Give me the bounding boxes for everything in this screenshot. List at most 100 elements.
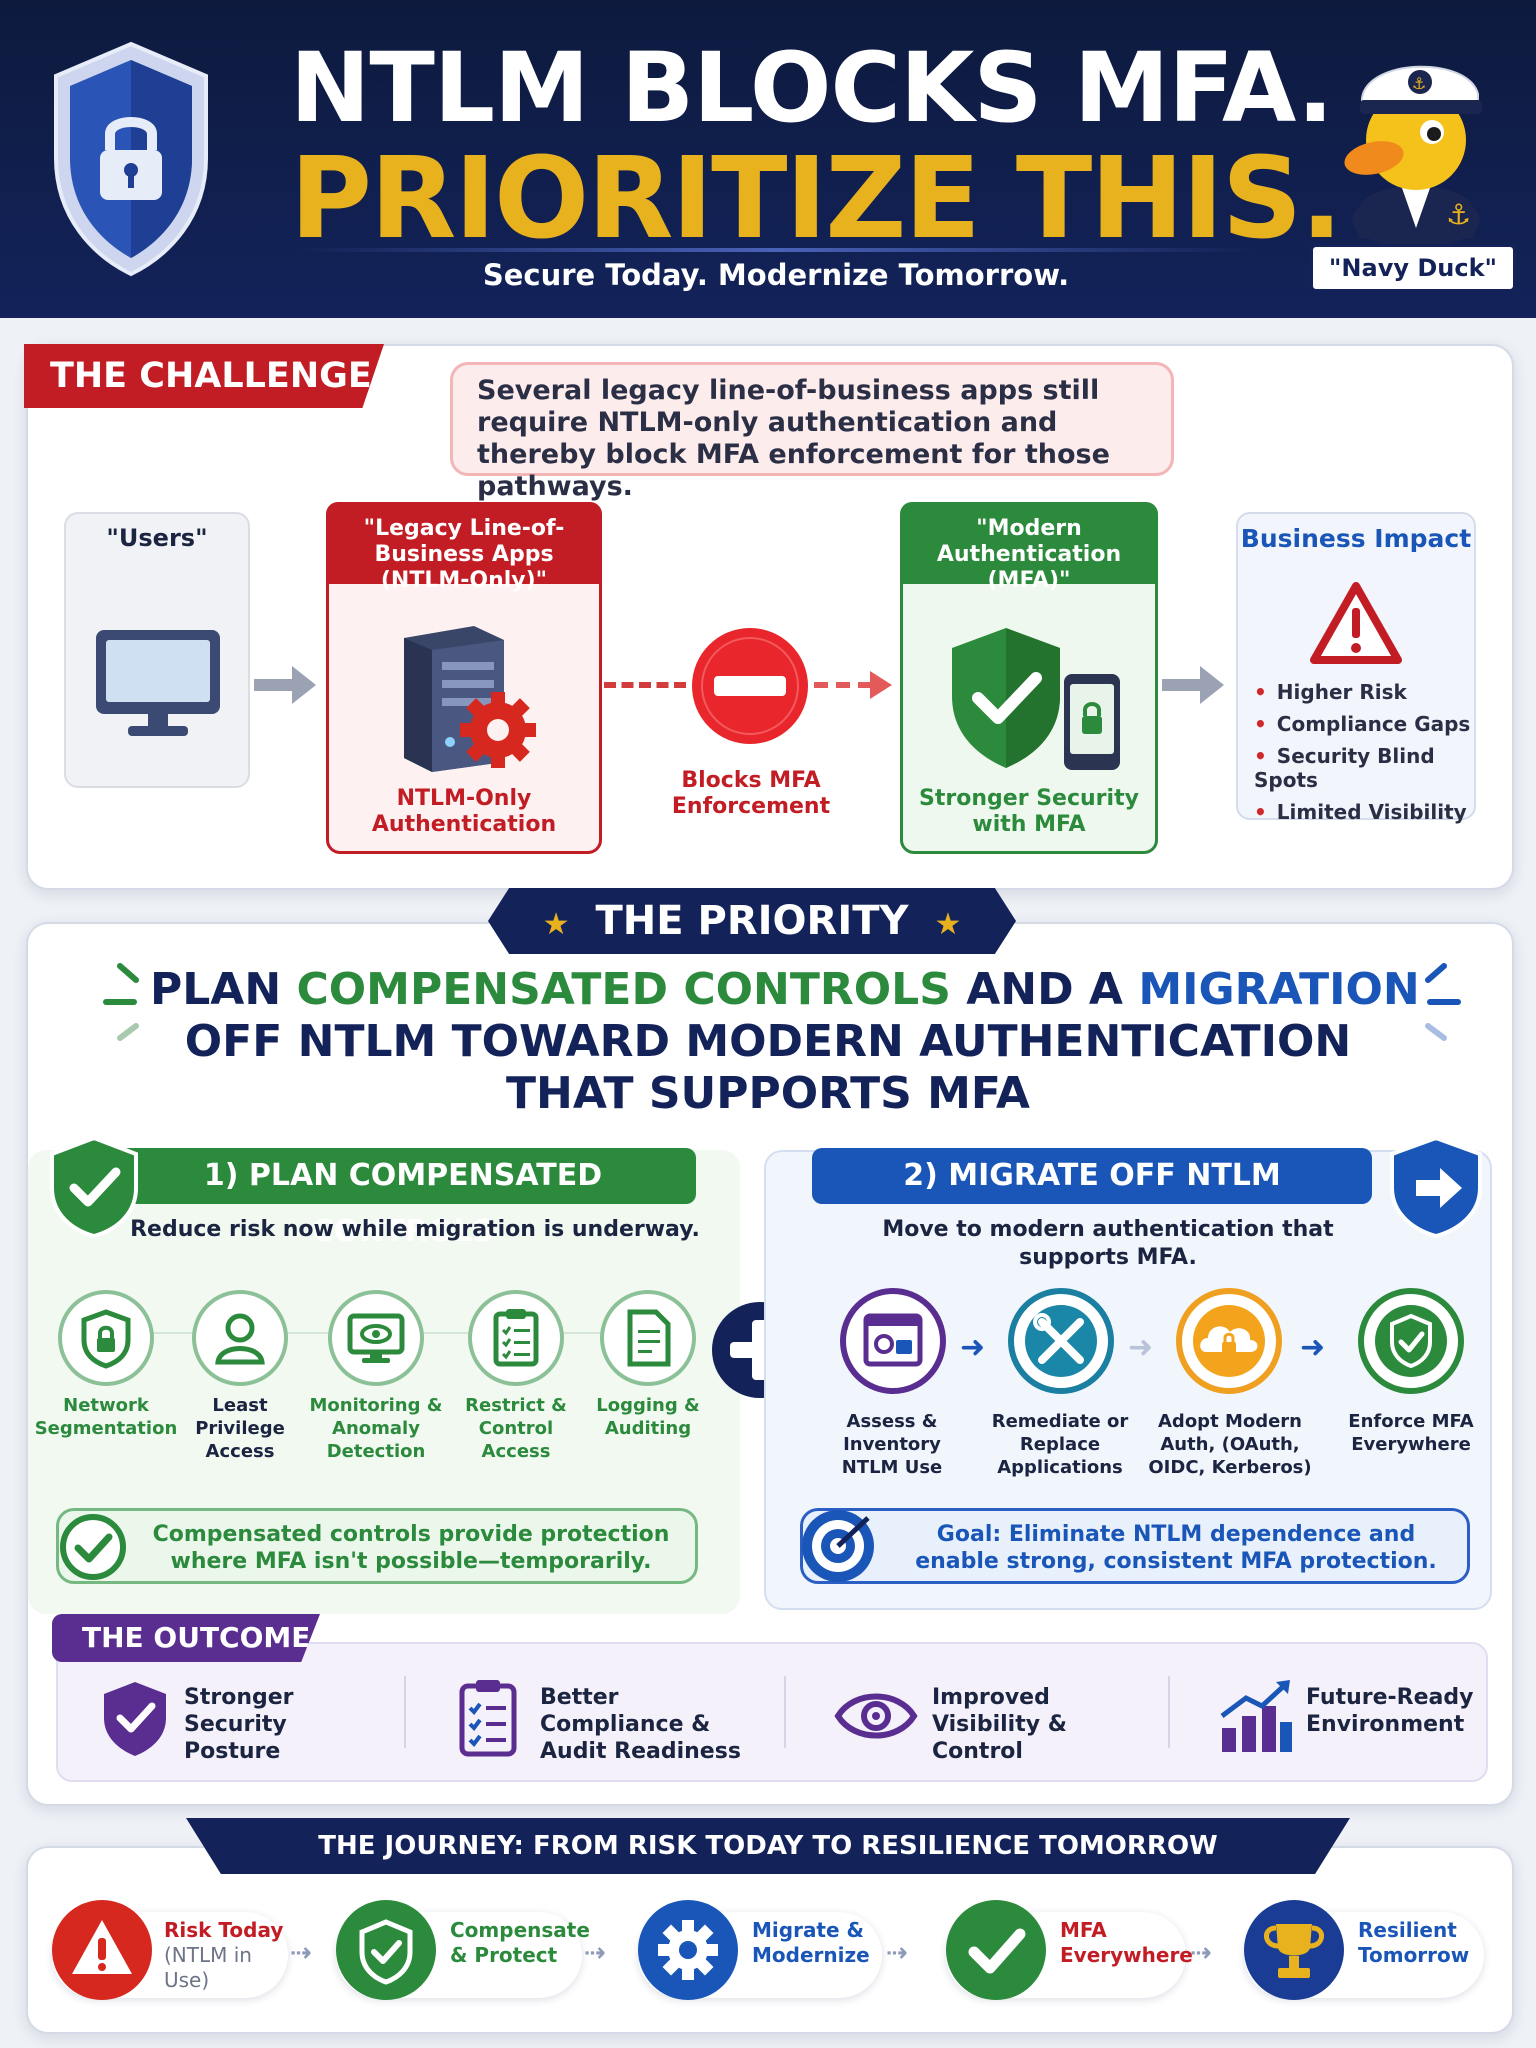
control-logging [600, 1290, 696, 1386]
title-line-1: NTLM BLOCKS MFA. [290, 32, 1334, 144]
step-assess [840, 1288, 946, 1394]
check-circle-icon [58, 1512, 128, 1582]
monitor-eye-icon [347, 1313, 405, 1363]
step-enforce-mfa [1358, 1288, 1464, 1394]
step-label: Remediate or Replace Applications [991, 1411, 1129, 1478]
step-adopt-modern-auth [1176, 1288, 1282, 1394]
dashed-arrow-icon: ⇢ [290, 1938, 312, 1968]
headline-highlight-blue: MIGRATION [1138, 964, 1420, 1015]
control-label: Restrict & Control Access [465, 1395, 567, 1462]
journey-label: MFA Everywhere [1060, 1918, 1193, 1967]
warning-icon [50, 1898, 154, 2002]
legacy-apps-caption: NTLM-Only Authentication [371, 786, 557, 837]
control-restrict-access [468, 1290, 564, 1386]
journey-label: Risk Today [164, 1918, 284, 1942]
warning-triangle-icon [1308, 580, 1404, 666]
document-icon [627, 1309, 671, 1367]
control-monitoring [328, 1290, 424, 1386]
outcome-bar [56, 1642, 1488, 1782]
outcome-divider [1168, 1676, 1170, 1748]
dashed-arrow-icon: ⇢ [1190, 1938, 1212, 1968]
dashed-connector-left [604, 682, 686, 694]
trophy-icon [1242, 1898, 1346, 2002]
migrate-goal: Goal: Eliminate NTLM dependence and enab… [800, 1508, 1470, 1584]
outcome-label: Future-Ready Environment [1306, 1685, 1474, 1737]
journey-banner: THE JOURNEY: FROM RISK TODAY TO RESILIEN… [186, 1818, 1350, 1874]
modern-auth-title: "Modern Authentication (MFA)" [936, 516, 1122, 593]
impact-item: Higher Risk [1254, 680, 1474, 704]
legacy-apps-title: "Legacy Line-of-Business Apps (NTLM-Only… [363, 516, 565, 593]
impact-item: Security Blind Spots [1254, 744, 1474, 792]
shield-lock-icon [81, 1309, 131, 1369]
controls-title: 1) PLAN COMPENSATED CONTROLS [110, 1148, 696, 1249]
impact-item: Limited Visibility [1254, 800, 1474, 824]
subtitle: Secure Today. Modernize Tomorrow. [482, 258, 1070, 292]
modern-auth-header [900, 502, 1158, 584]
cloud-lock-icon [1193, 1305, 1265, 1377]
business-impact-title: Business Impact [1240, 524, 1472, 553]
checkmark-icon [944, 1898, 1048, 2002]
mascot-label: "Navy Duck" [1310, 244, 1516, 292]
arrow-forward-icon [1386, 1134, 1486, 1238]
business-impact-list: Higher Risk Compliance Gaps Security Bli… [1254, 680, 1474, 832]
headline-part: PLAN [150, 964, 297, 1015]
shield-check-icon [334, 1898, 438, 2002]
arrow-right-icon: ➜ [960, 1330, 986, 1365]
title-divider [296, 248, 1256, 252]
headline-highlight-green: COMPENSATED CONTROLS [296, 964, 951, 1015]
step-label: Adopt Modern Auth, (OAuth, OIDC, Kerbero… [1148, 1411, 1312, 1478]
shield-check-icon [100, 1678, 170, 1758]
gear-icon [636, 1898, 740, 2002]
star-icon: ★ [934, 907, 962, 942]
step-label: Enforce MFA Everywhere [1348, 1411, 1474, 1455]
shield-phone-icon [948, 624, 1124, 774]
arrow-right-icon: ➜ [1300, 1330, 1326, 1365]
shield-check-icon [48, 1134, 140, 1238]
control-network-segmentation [58, 1290, 154, 1386]
outcome-label: Stronger Security Posture [184, 1685, 294, 1764]
inventory-icon [863, 1313, 923, 1367]
navy-duck-mascot-icon: ⚓ ⚓ [1328, 28, 1498, 250]
growth-chart-icon [1216, 1676, 1296, 1756]
challenge-tag: THE CHALLENGE [24, 344, 384, 408]
migrate-title: 2) MIGRATE OFF NTLM [812, 1148, 1372, 1204]
outcome-label: Better Compliance & Audit Readiness [540, 1685, 741, 1764]
dashed-arrow-icon: ⇢ [584, 1938, 606, 1968]
control-label: Monitoring & Anomaly Detection [309, 1395, 443, 1462]
outcome-label: Improved Visibility & Control [932, 1685, 1067, 1764]
server-gear-icon [396, 622, 542, 772]
control-label: Logging & Auditing [596, 1395, 700, 1439]
star-icon: ★ [542, 907, 570, 942]
outcome-tag: THE OUTCOME [52, 1614, 320, 1662]
impact-item: Compliance Gaps [1254, 712, 1474, 736]
control-least-privilege [192, 1290, 288, 1386]
svg-text:⚓: ⚓ [1446, 198, 1471, 231]
accent-strokes-right-icon [1414, 958, 1464, 1048]
outcome-divider [784, 1676, 786, 1748]
no-entry-icon [690, 626, 810, 746]
monitor-icon [92, 626, 224, 742]
shield-lock-icon [48, 38, 214, 278]
svg-text:⚓: ⚓ [1412, 74, 1426, 93]
priority-headline-line-2: OFF NTLM TOWARD MODERN AUTHENTICATION [184, 1016, 1352, 1067]
user-icon [215, 1313, 265, 1365]
step-remediate [1008, 1288, 1114, 1394]
control-label: Network Segmentation [34, 1395, 178, 1439]
header-banner [0, 0, 1536, 318]
arrow-right-icon: ➜ [1128, 1330, 1154, 1365]
priority-headline-line-3: THAT SUPPORTS MFA [506, 1068, 1030, 1119]
shield-check-icon [1375, 1305, 1447, 1377]
challenge-callout: Several legacy line-of-business apps sti… [450, 362, 1174, 502]
dashed-arrow-right-icon [812, 668, 894, 702]
users-title: "Users" [106, 524, 208, 552]
controls-subtitle: Reduce risk now while migration is under… [130, 1217, 700, 1242]
journey-label: Migrate & Modernize [752, 1918, 870, 1967]
controls-note: Compensated controls provide protection … [56, 1508, 698, 1584]
journey-label: Resilient Tomorrow [1358, 1918, 1470, 1967]
eye-icon [834, 1688, 918, 1744]
legacy-apps-header [326, 502, 602, 584]
priority-banner-label: THE PRIORITY [595, 898, 909, 944]
tools-icon [1025, 1305, 1097, 1377]
target-icon [798, 1506, 878, 1586]
journey-sublabel: (NTLM in Use) [164, 1943, 252, 1992]
